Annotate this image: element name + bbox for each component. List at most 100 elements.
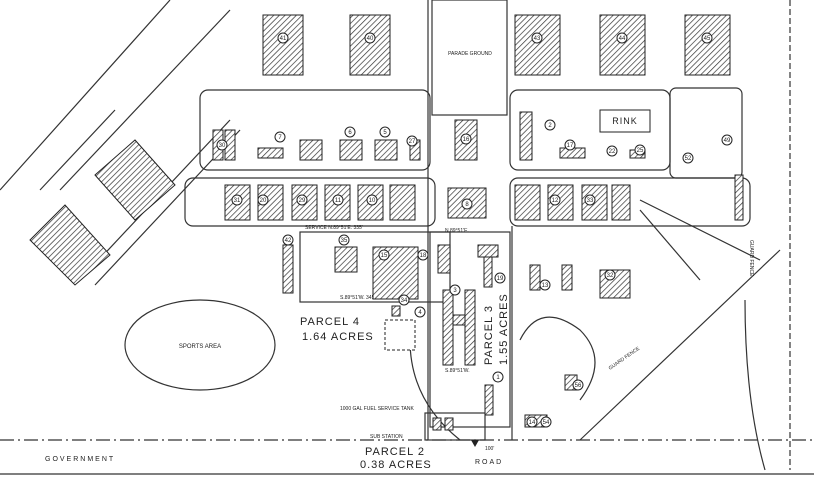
building-number-circle [378,249,390,261]
building-number: 35 [341,238,348,244]
building-43 [514,14,561,76]
building-number: 30 [219,143,226,149]
guard-fence-right-label: GUARD FENCE [748,240,754,277]
building-number: 1 [496,375,500,381]
building-number-circle [721,134,733,146]
building-number-circle [344,126,356,138]
parcel-3-name: PARCEL 3 [483,305,495,365]
building-number-circle [531,32,543,44]
building-number: 45 [704,36,711,42]
building-number-circle [274,131,286,143]
road-label: ROAD [475,459,503,466]
building-number-circle [366,194,378,206]
building-44 [599,14,646,76]
service-road-bearing: SERVICE N.89°51'E. 335' [305,225,363,231]
building-number: 43 [534,36,541,42]
building-number-circle [338,234,350,246]
building-number-circle [257,194,269,206]
building-number: 49 [724,138,731,144]
building-number: 14 [529,420,536,426]
building-number-circle [564,139,576,151]
building-number: 17 [567,143,574,149]
building-number-circle [417,249,429,261]
building-number: 25 [637,148,644,154]
building-number-circle [282,234,294,246]
building-number-circle [364,32,376,44]
building-number-circle [492,371,504,383]
building-number-circle [540,416,552,428]
third-row-buildings [224,184,631,221]
parcel-3-buildings [437,244,499,416]
building-number: 41 [280,36,287,42]
building-number: 2 [548,123,552,129]
building-number: 11 [335,198,342,204]
building-number: 18 [420,253,427,259]
building-number: 44 [619,36,626,42]
building-number: 27 [409,139,416,145]
building-number-circle [682,152,694,164]
building-number-circle [231,194,243,206]
building-number: 42 [285,238,292,244]
building-number-circle [460,133,472,145]
building-number: 54 [543,420,550,426]
building-number: 31 [234,198,241,204]
building-number-circle [406,135,418,147]
building-40 [349,14,391,76]
building-number-circle [461,198,473,210]
building-41 [262,14,304,76]
parade-ground-label: PARADE GROUND [448,51,492,57]
building-number-circle [277,32,289,44]
building-number-circle [549,194,561,206]
building-number: 56 [575,383,582,389]
building-number: 22 [609,149,616,155]
parcel-4-name: PARCEL 4 [300,316,360,328]
building-number: 32 [607,273,614,279]
bearing-south-parcel3: S.89°51'W. [445,368,470,374]
building-number-circle [332,194,344,206]
parcel-3-area: 1.55 ACRES [498,293,510,365]
sports-area-track [124,299,276,391]
parcel-3-boundary [429,231,511,428]
building-number: 4 [418,310,422,316]
building-number: 7 [278,135,282,141]
building-number-circle [604,269,616,281]
building-number-circle [449,284,461,296]
building-number-circle [379,126,391,138]
building-number-circle [216,139,228,151]
sports-area-label: SPORTS AREA [179,344,221,350]
building-number-circle [296,194,308,206]
parcel-2-boundary [424,412,486,441]
bearing-north: N.89°51'E. [445,228,469,234]
building-number-circle [606,145,618,157]
building-number-circle [544,119,556,131]
government-road-label: GOVERNMENT [45,456,115,463]
building-number: 5 [383,130,387,136]
parcel-4-area: 1.64 ACRES [302,331,374,343]
building-number-circle [526,416,538,428]
building-number-circle [398,294,410,306]
building-number: 12 [552,198,559,204]
building-number-circle [584,194,596,206]
bearing-south: S.89°51'W. 345' [340,295,375,301]
top-row-buildings [262,14,731,76]
fuel-tank-label: 1000 GAL FUEL SERVICE TANK [340,406,414,412]
building-number: 34 [401,298,408,304]
distance-label: 100' [485,446,494,452]
building-number-circle [634,144,646,156]
second-row-buildings [212,111,646,161]
building-number: 19 [497,276,504,282]
sub-station-label: SUB STATION [370,434,403,440]
building-number: 16 [463,137,470,143]
building-number: 3 [453,288,457,294]
building-number-circle [539,279,551,291]
rink-label: RINK [612,116,638,126]
building-number-circle [572,379,584,391]
building-number-circle [494,272,506,284]
building-number: 6 [348,130,352,136]
marker-triangle-icon [471,440,479,447]
rink-building [599,109,651,133]
building-large-west-1 [29,204,111,286]
